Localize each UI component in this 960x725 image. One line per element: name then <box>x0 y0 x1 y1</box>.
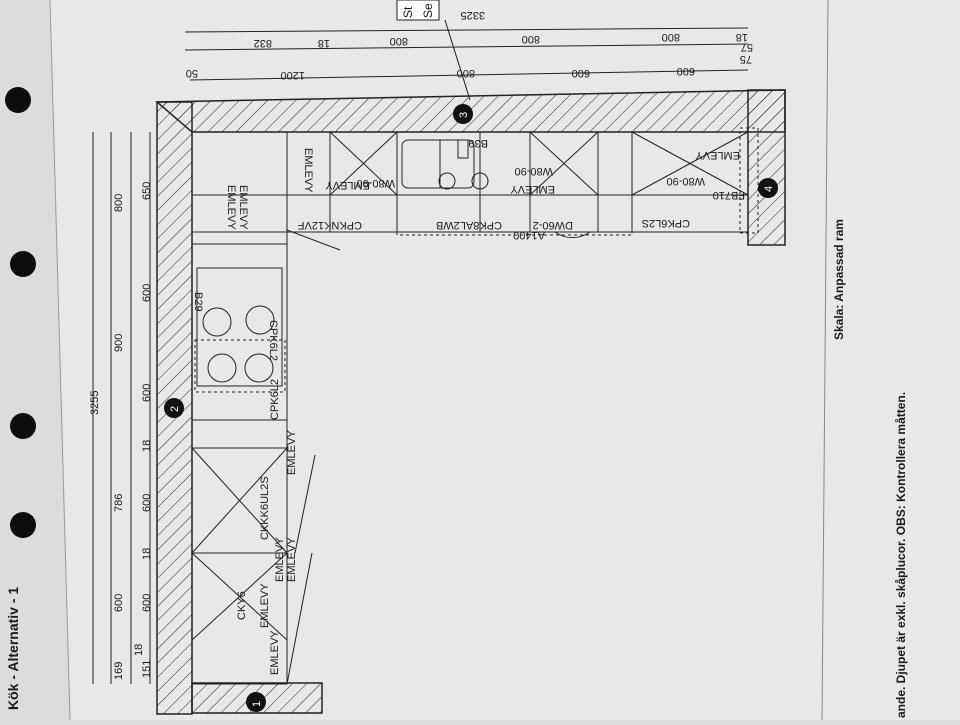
marker-3-label: 3 <box>458 112 470 118</box>
cab-label: EMLEVY <box>274 537 286 582</box>
marker-3 <box>453 104 473 124</box>
binder-hole <box>10 251 36 277</box>
cab-label: CPKNK12VF <box>298 219 362 231</box>
footer-note: ande. Djupet är exkl. skåplucor. OBS: Ko… <box>894 392 908 718</box>
plan-title: Kök - Alternativ - 1 <box>5 587 21 710</box>
marker-1-label: 1 <box>251 701 263 707</box>
cab-label: W80-90 <box>666 175 705 187</box>
dim-total-left: 3255 <box>89 391 101 415</box>
cab-label: EMLEVY <box>259 583 271 628</box>
title-box-text-1: St <box>401 6 415 18</box>
cab-label: W80-90 <box>514 165 553 177</box>
cab-label: CPK6L2 <box>267 320 279 361</box>
wall-right <box>747 89 786 246</box>
cab-label: DW60-2 <box>533 219 573 231</box>
dim-top-small-1: 75 <box>740 53 752 65</box>
binder-hole <box>10 413 36 439</box>
dim-left-2: 18 <box>133 644 145 656</box>
labels-top-wall: EMLEVY W80-90 EMLEVY W80-90 EMLEVY W80-9… <box>298 137 745 241</box>
paper-fold-line <box>821 0 829 721</box>
cab-label: EMLEVY <box>510 183 555 195</box>
dim-top-r2-1: 800 <box>457 67 475 79</box>
cab-label: EMLEVY <box>286 537 298 582</box>
paper-edge <box>49 0 71 721</box>
dim-left-extra-2: 600 <box>141 284 153 302</box>
title-box <box>396 0 440 21</box>
cab-label: EMLEVY <box>302 148 314 193</box>
cab-label: B29 <box>192 292 204 312</box>
cab-label: CPK6L2S <box>642 217 690 229</box>
cab-label: W80-90 <box>356 177 395 189</box>
dim-left-8: 600 <box>141 384 153 402</box>
dim-top-total: 3325 <box>461 9 485 21</box>
dim-left-6: 600 <box>141 494 153 512</box>
markers: 1 2 3 4 <box>164 104 778 712</box>
dim-top-r2-0: 1200 <box>281 69 305 81</box>
scale-label: Skala: Anpassad ram <box>832 219 846 340</box>
dim-left-9: 800 <box>113 194 125 212</box>
dim-top-r2-2: 600 <box>572 67 590 79</box>
dim-left-4: 786 <box>113 494 125 512</box>
cab-label: EMLEVY <box>695 149 740 161</box>
dimension-labels-top: 3325 832 18 800 800 800 18 1200 800 600 … <box>186 9 753 81</box>
dim-left-10: 650 <box>141 182 153 200</box>
cab-label: EMLEVY <box>286 430 298 475</box>
dim-left-3: 600 <box>141 594 153 612</box>
dim-top-r1-2: 800 <box>390 35 408 47</box>
paper-sheet <box>50 0 960 720</box>
dim-top-r1-4: 800 <box>662 31 680 43</box>
cab-label: CKY6 <box>236 591 248 620</box>
cab-label: B39 <box>468 137 488 149</box>
dim-top-r1-0: 832 <box>254 37 272 49</box>
dim-left-7: 900 <box>113 334 125 352</box>
cab-label: FB710 <box>713 189 745 201</box>
title-box-text-2: Se <box>421 3 435 18</box>
marker-4 <box>758 178 778 198</box>
marker-2 <box>164 398 184 418</box>
dimension-labels-left: 3255 169 600 18 600 786 18 600 900 600 8… <box>89 182 153 680</box>
dim-top-r2-4: 57 <box>741 41 753 53</box>
dim-left-1: 600 <box>113 594 125 612</box>
cab-label: CPK6L2 <box>269 379 281 420</box>
cab-label: EMLEVY <box>325 179 370 191</box>
dim-top-r1-1: 18 <box>318 37 330 49</box>
dimensions-left <box>92 132 151 684</box>
marker-4-label: 4 <box>763 186 775 192</box>
cab-label: A1400 <box>513 229 545 241</box>
dimensions-top <box>184 19 749 101</box>
marker-1 <box>246 692 266 712</box>
cab-label: CPK8AL2WB <box>436 219 502 231</box>
top-cabinet-run <box>191 127 759 239</box>
binder-hole <box>10 512 36 538</box>
dim-left-0: 169 <box>113 662 125 680</box>
cab-label: EMLEVY <box>269 630 281 675</box>
dim-left-extra-0: 18 <box>141 440 153 452</box>
dim-top-r2-3: 600 <box>677 65 695 77</box>
labels-left-wall: EMLEVY CKY6 EMLEVY EMLEVY EMLEVY CKKK6UL… <box>192 185 298 675</box>
marker-2-label: 2 <box>169 406 181 412</box>
dim-left-extra-1: 151 <box>141 660 153 678</box>
dim-top-small-0: 50 <box>186 67 198 79</box>
cab-label: CKKK6UL2S <box>259 476 271 540</box>
cab-label: EMLEVY <box>237 185 249 230</box>
binder-hole <box>5 87 31 113</box>
dim-top-r1-5: 18 <box>736 31 748 43</box>
dim-top-r1-3: 800 <box>522 33 540 45</box>
dim-left-5: 18 <box>141 548 153 560</box>
cab-label: EMLEVY <box>225 185 237 230</box>
